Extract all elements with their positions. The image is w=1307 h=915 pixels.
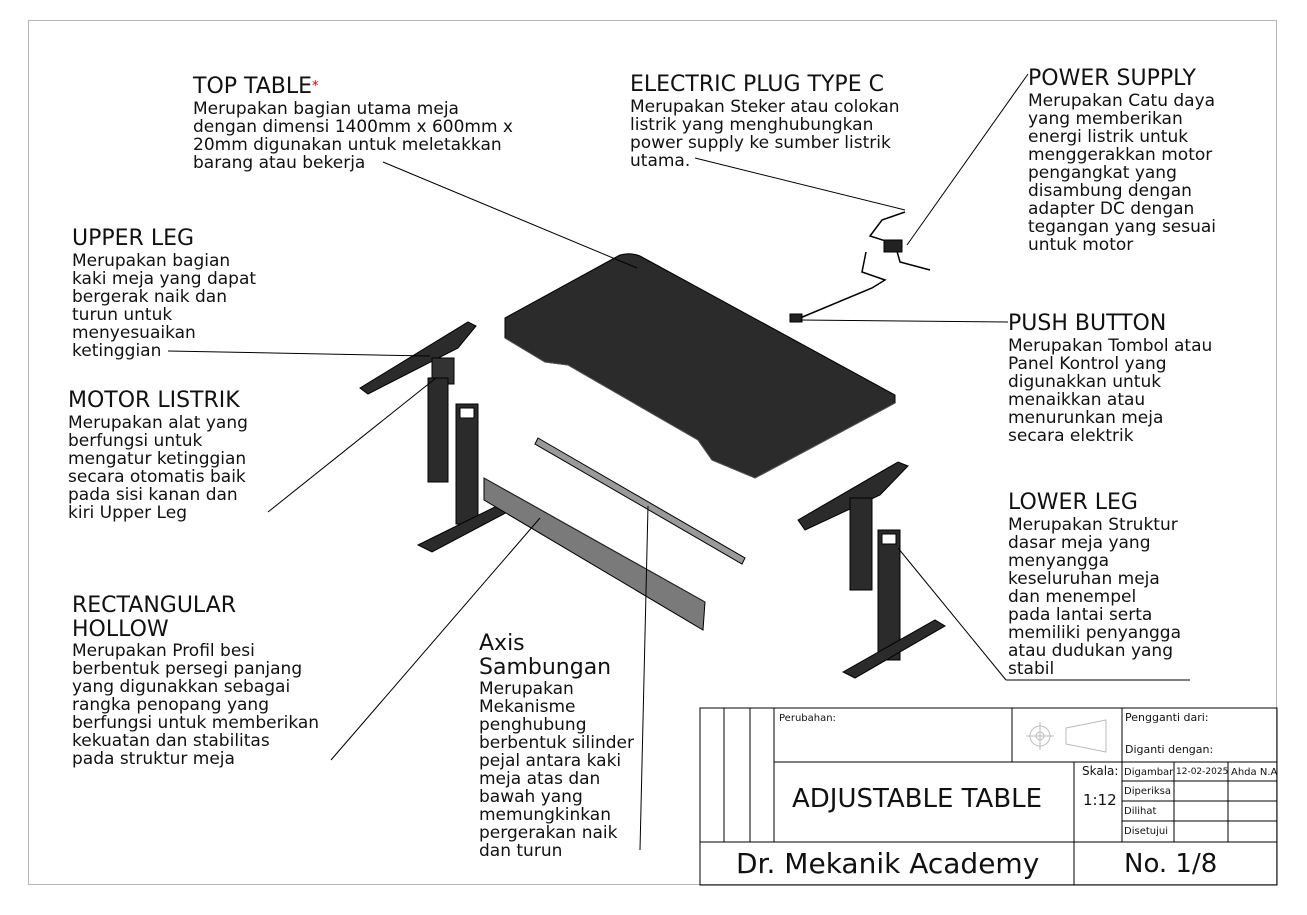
- perubahan-label: Perubahan:: [779, 713, 836, 724]
- skala-value: 1:12: [1083, 791, 1117, 809]
- digambar-name: Ahda N.A: [1231, 767, 1278, 778]
- upper-leg-title: UPPER LEG: [72, 226, 195, 251]
- label-lower-leg: LOWER LEG Merupakan Struktur dasar meja …: [1008, 490, 1181, 678]
- motor-cable: [799, 251, 887, 319]
- right-upper-leg-column: [849, 497, 873, 591]
- top-table-title: TOP TABLE*: [193, 74, 319, 99]
- required-marker: *: [312, 79, 319, 94]
- label-axis-sambungan: Axis Sambungan Merupakan Mekanisme pengh…: [479, 631, 634, 861]
- rect-hollow-desc: Merupakan Profil besi berbentuk persegi …: [72, 641, 320, 769]
- right-lower-leg-column: [877, 529, 901, 661]
- top-table-desc: Merupakan bagian utama meja dengan dimen…: [193, 99, 513, 173]
- axis-desc: Merupakan Mekanisme penghubung berbentuk…: [479, 679, 634, 861]
- left-lower-leg-column: [427, 377, 449, 483]
- lower-leg-title: LOWER LEG: [1008, 490, 1138, 515]
- drawing-title: ADJUSTABLE TABLE: [792, 784, 1043, 814]
- label-top-table: TOP TABLE* Merupakan bagian utama meja d…: [193, 74, 513, 172]
- motor-listrik-desc: Merupakan alat yang berfungsi untuk meng…: [68, 413, 248, 523]
- label-push-button: PUSH BUTTON Merupakan Tombol atau Panel …: [1008, 311, 1212, 445]
- digambar-label: Digambar: [1124, 767, 1174, 778]
- skala-label: Skala:: [1082, 764, 1119, 778]
- drawing-frame: [28, 20, 1277, 885]
- power-supply-part: [883, 239, 903, 253]
- axis-part: [534, 437, 746, 565]
- company-name: Dr. Mekanik Academy: [736, 847, 1040, 880]
- right-foot-part: [841, 619, 946, 679]
- dilihat-label: Dilihat: [1124, 806, 1157, 817]
- electric-plug-title: ELECTRIC PLUG TYPE C: [630, 72, 884, 97]
- push-button-title: PUSH BUTTON: [1008, 311, 1167, 336]
- upper-leg-desc: Merupakan bagian kaki meja yang dapat be…: [72, 251, 257, 361]
- rectangular-hollow-part: [483, 477, 706, 631]
- label-upper-leg: UPPER LEG Merupakan bagian kaki meja yan…: [72, 226, 256, 360]
- left-upper-leg-column: [455, 403, 479, 525]
- label-electric-plug: ELECTRIC PLUG TYPE C Merupakan Steker at…: [630, 72, 900, 170]
- label-motor-listrik: MOTOR LISTRIK Merupakan alat yang berfun…: [68, 388, 248, 522]
- rect-hollow-title: RECTANGULAR HOLLOW: [72, 593, 237, 642]
- motor-listrik-title: MOTOR LISTRIK: [68, 388, 240, 413]
- lower-leg-desc: Merupakan Struktur dasar meja yang menya…: [1008, 515, 1181, 679]
- pengganti-label: Pengganti dari:: [1125, 711, 1209, 724]
- axis-title: Axis Sambungan: [479, 631, 612, 680]
- electric-plug-desc: Merupakan Steker atau colokan listrik ya…: [630, 97, 900, 171]
- label-power-supply: POWER SUPPLY Merupakan Catu daya yang me…: [1028, 66, 1216, 254]
- top-table-part: [504, 253, 896, 479]
- title-block: [699, 707, 1278, 886]
- power-supply-title: POWER SUPPLY: [1028, 66, 1196, 91]
- plug-cable: [868, 211, 931, 271]
- left-upper-leg-part: [359, 321, 477, 395]
- push-button-desc: Merupakan Tombol atau Panel Kontrol yang…: [1008, 336, 1213, 446]
- push-button-part: [789, 313, 803, 323]
- projection-symbol-icon: [1026, 719, 1107, 753]
- label-rectangular-hollow: RECTANGULAR HOLLOW Merupakan Profil besi…: [72, 593, 320, 769]
- right-upper-leg-part: [797, 461, 909, 531]
- disetujui-label: Disetujui: [1124, 826, 1168, 837]
- power-supply-desc: Merupakan Catu daya yang memberikan ener…: [1028, 91, 1217, 255]
- sheet-number: No. 1/8: [1124, 849, 1218, 879]
- diganti-label: Diganti dengan:: [1125, 743, 1214, 756]
- digambar-date: 12-02-2025: [1176, 767, 1229, 777]
- diperiksa-label: Diperiksa: [1124, 786, 1171, 797]
